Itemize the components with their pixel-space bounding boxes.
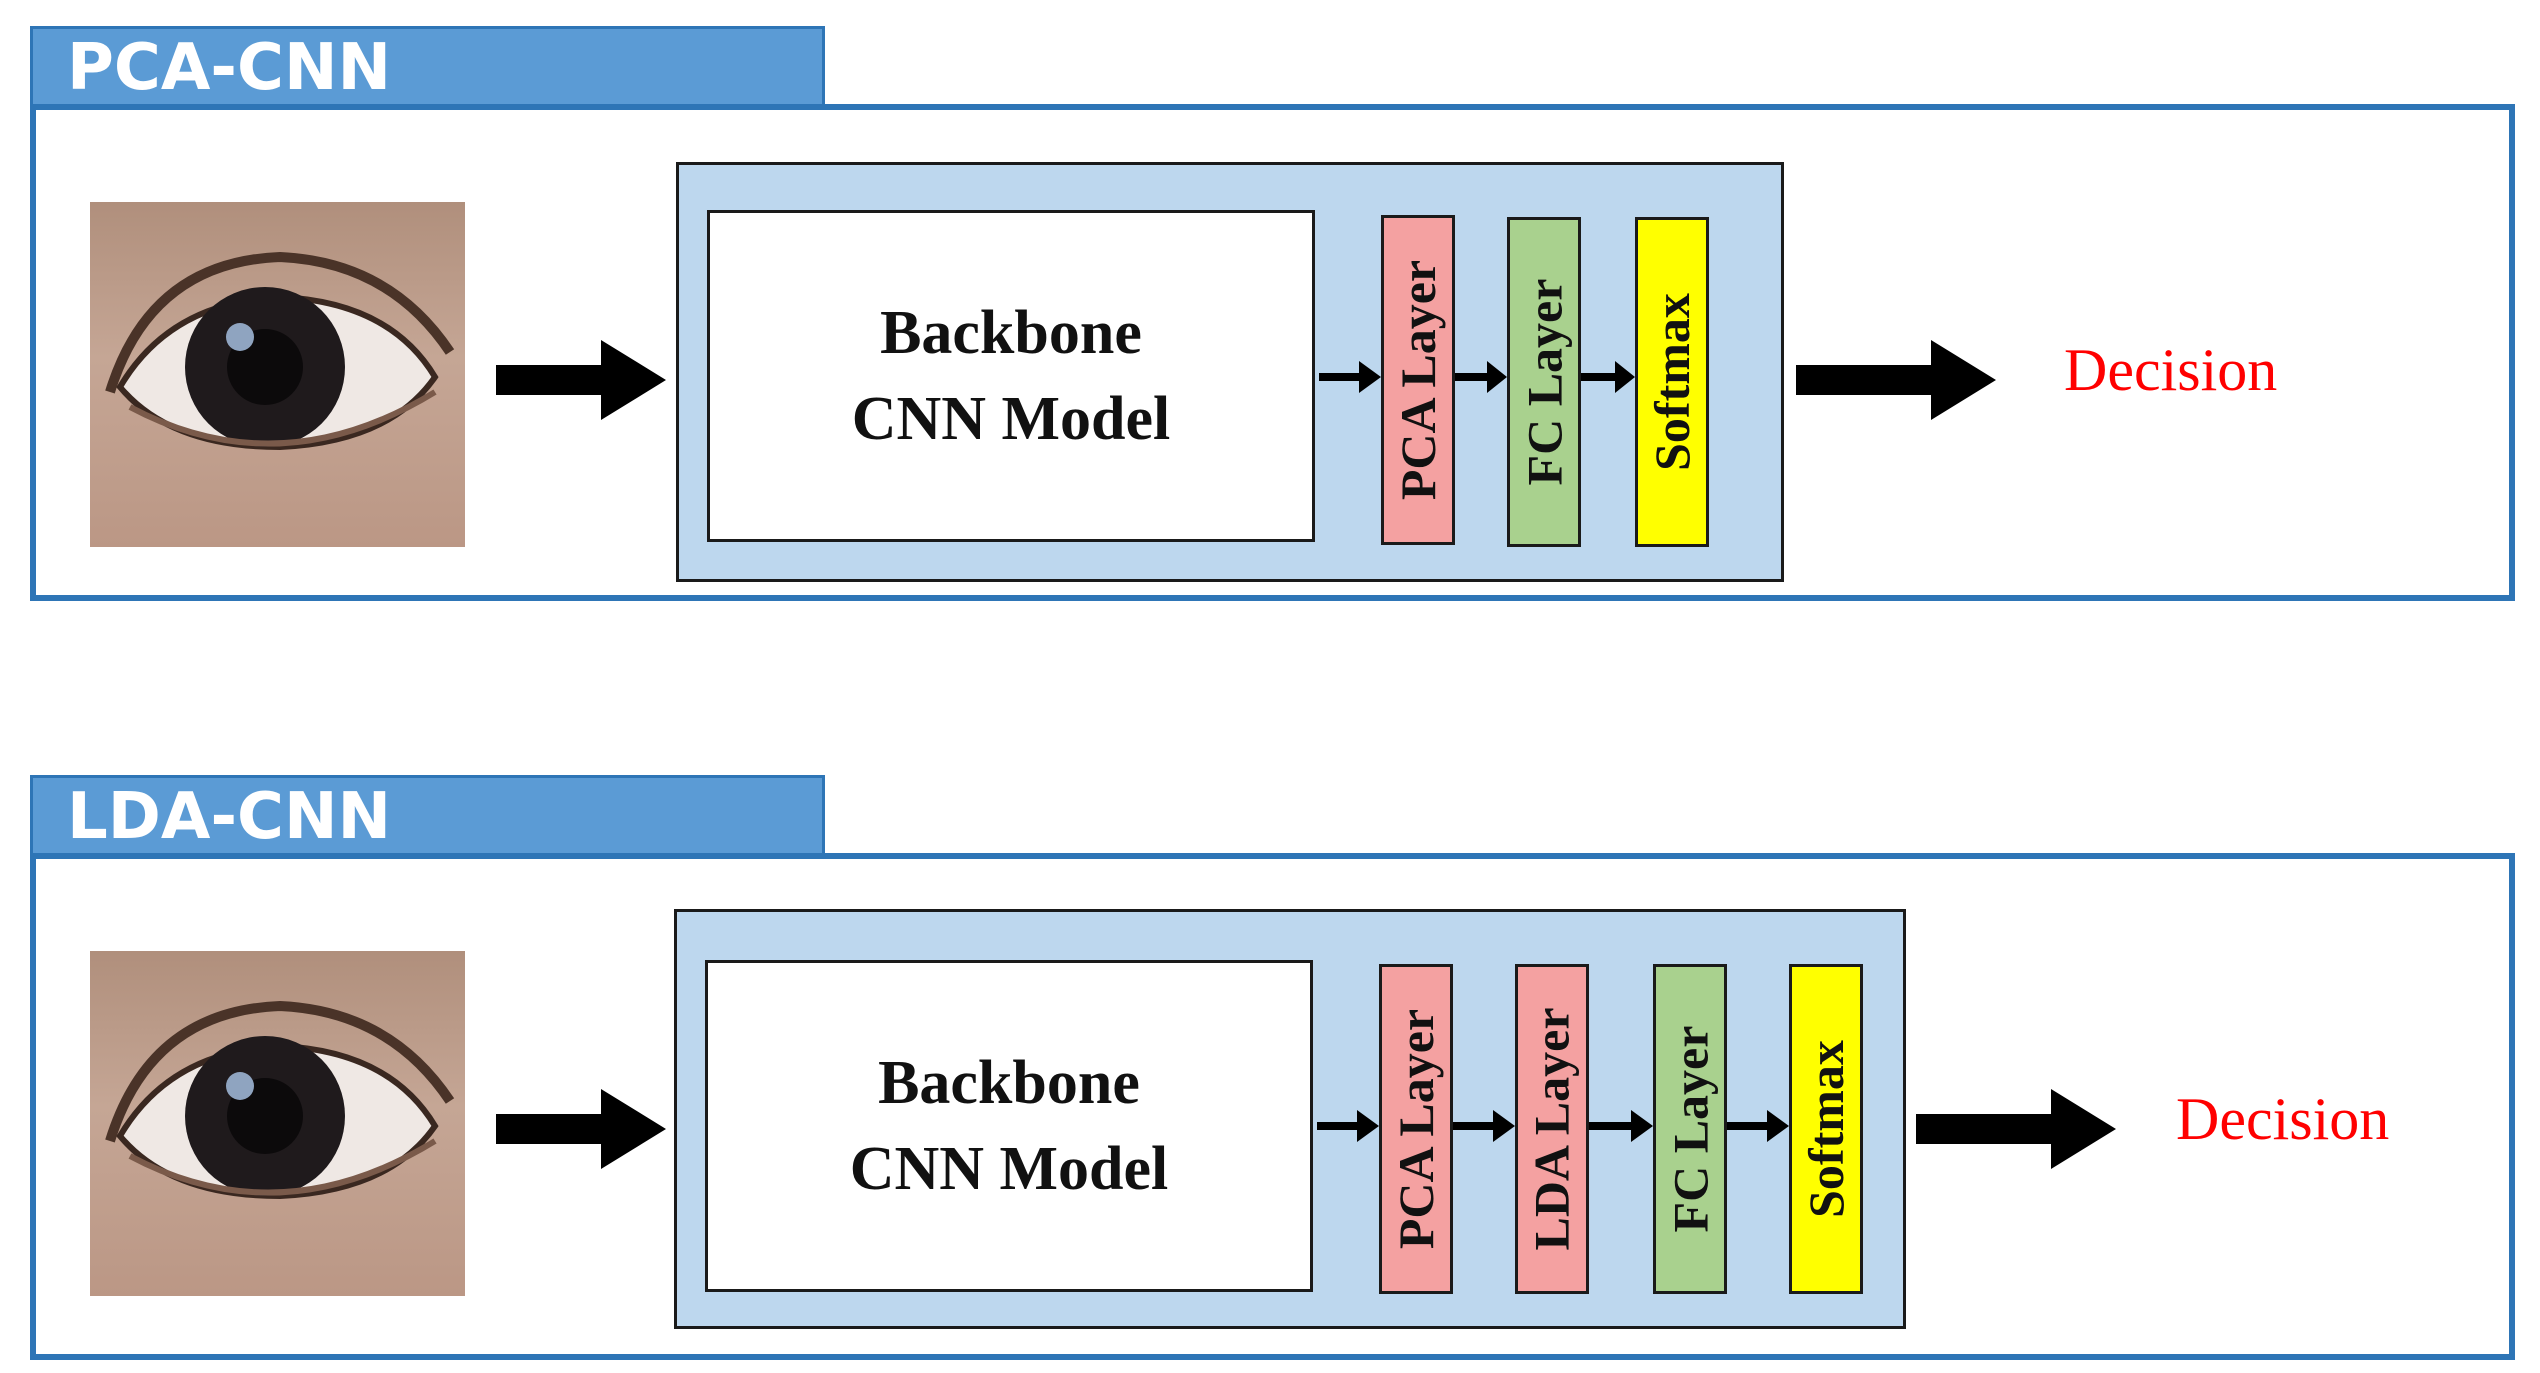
small-arrow [1455,361,1507,393]
small-arrow [1589,1110,1653,1142]
lda-cnn-frame: Backbone CNN Model PCA Layer LDA Layer F… [30,853,2515,1360]
pca-cnn-title: PCA-CNN [30,26,825,105]
pca-layer-label: PCA Layer [1390,259,1447,501]
fc-layer: FC Layer [1653,964,1727,1294]
softmax-layer-label: Softmax [1798,1040,1855,1218]
decision-label: Decision [2176,1086,2390,1152]
small-arrow [1727,1110,1789,1142]
small-arrow [1453,1110,1515,1142]
pca-layer-label: PCA Layer [1388,1008,1445,1250]
fc-layer-label: FC Layer [1516,278,1573,486]
pca-layer: PCA Layer [1381,215,1455,545]
small-arrow [1319,361,1381,393]
softmax-layer: Softmax [1635,217,1709,547]
decision-label: Decision [2064,337,2278,403]
fc-layer: FC Layer [1507,217,1581,547]
input-arrow [496,1089,666,1169]
backbone-cnn-model: Backbone CNN Model [707,210,1315,542]
pca-cnn-model-block: Backbone CNN Model PCA Layer FC Layer So… [676,162,1784,582]
backbone-line-2: CNN Model [849,1135,1169,1203]
pca-cnn-frame: Backbone CNN Model PCA Layer FC Layer So… [30,104,2515,601]
small-arrow [1581,361,1635,393]
pca-cnn-panel: PCA-CNN Backbone CNN Model [0,26,2540,611]
softmax-layer-label: Softmax [1644,293,1701,471]
input-arrow [496,340,666,420]
backbone-line-1: Backbone [880,299,1142,367]
lda-cnn-model-block: Backbone CNN Model PCA Layer LDA Layer F… [674,909,1906,1329]
lda-cnn-panel: LDA-CNN Backbone CNN Model [0,775,2540,1360]
small-arrow [1317,1110,1379,1142]
lda-cnn-title: LDA-CNN [30,775,825,854]
output-arrow [1796,340,1996,420]
output-arrow [1916,1089,2116,1169]
fc-layer-label: FC Layer [1662,1025,1719,1233]
backbone-line-2: CNN Model [851,385,1171,453]
backbone-line-1: Backbone [878,1049,1140,1117]
softmax-layer: Softmax [1789,964,1863,1294]
backbone-cnn-model: Backbone CNN Model [705,960,1313,1292]
lda-layer-label: LDA Layer [1524,1007,1581,1251]
pca-layer: PCA Layer [1379,964,1453,1294]
eye-image [90,202,465,547]
eye-image [90,951,465,1296]
lda-layer: LDA Layer [1515,964,1589,1294]
